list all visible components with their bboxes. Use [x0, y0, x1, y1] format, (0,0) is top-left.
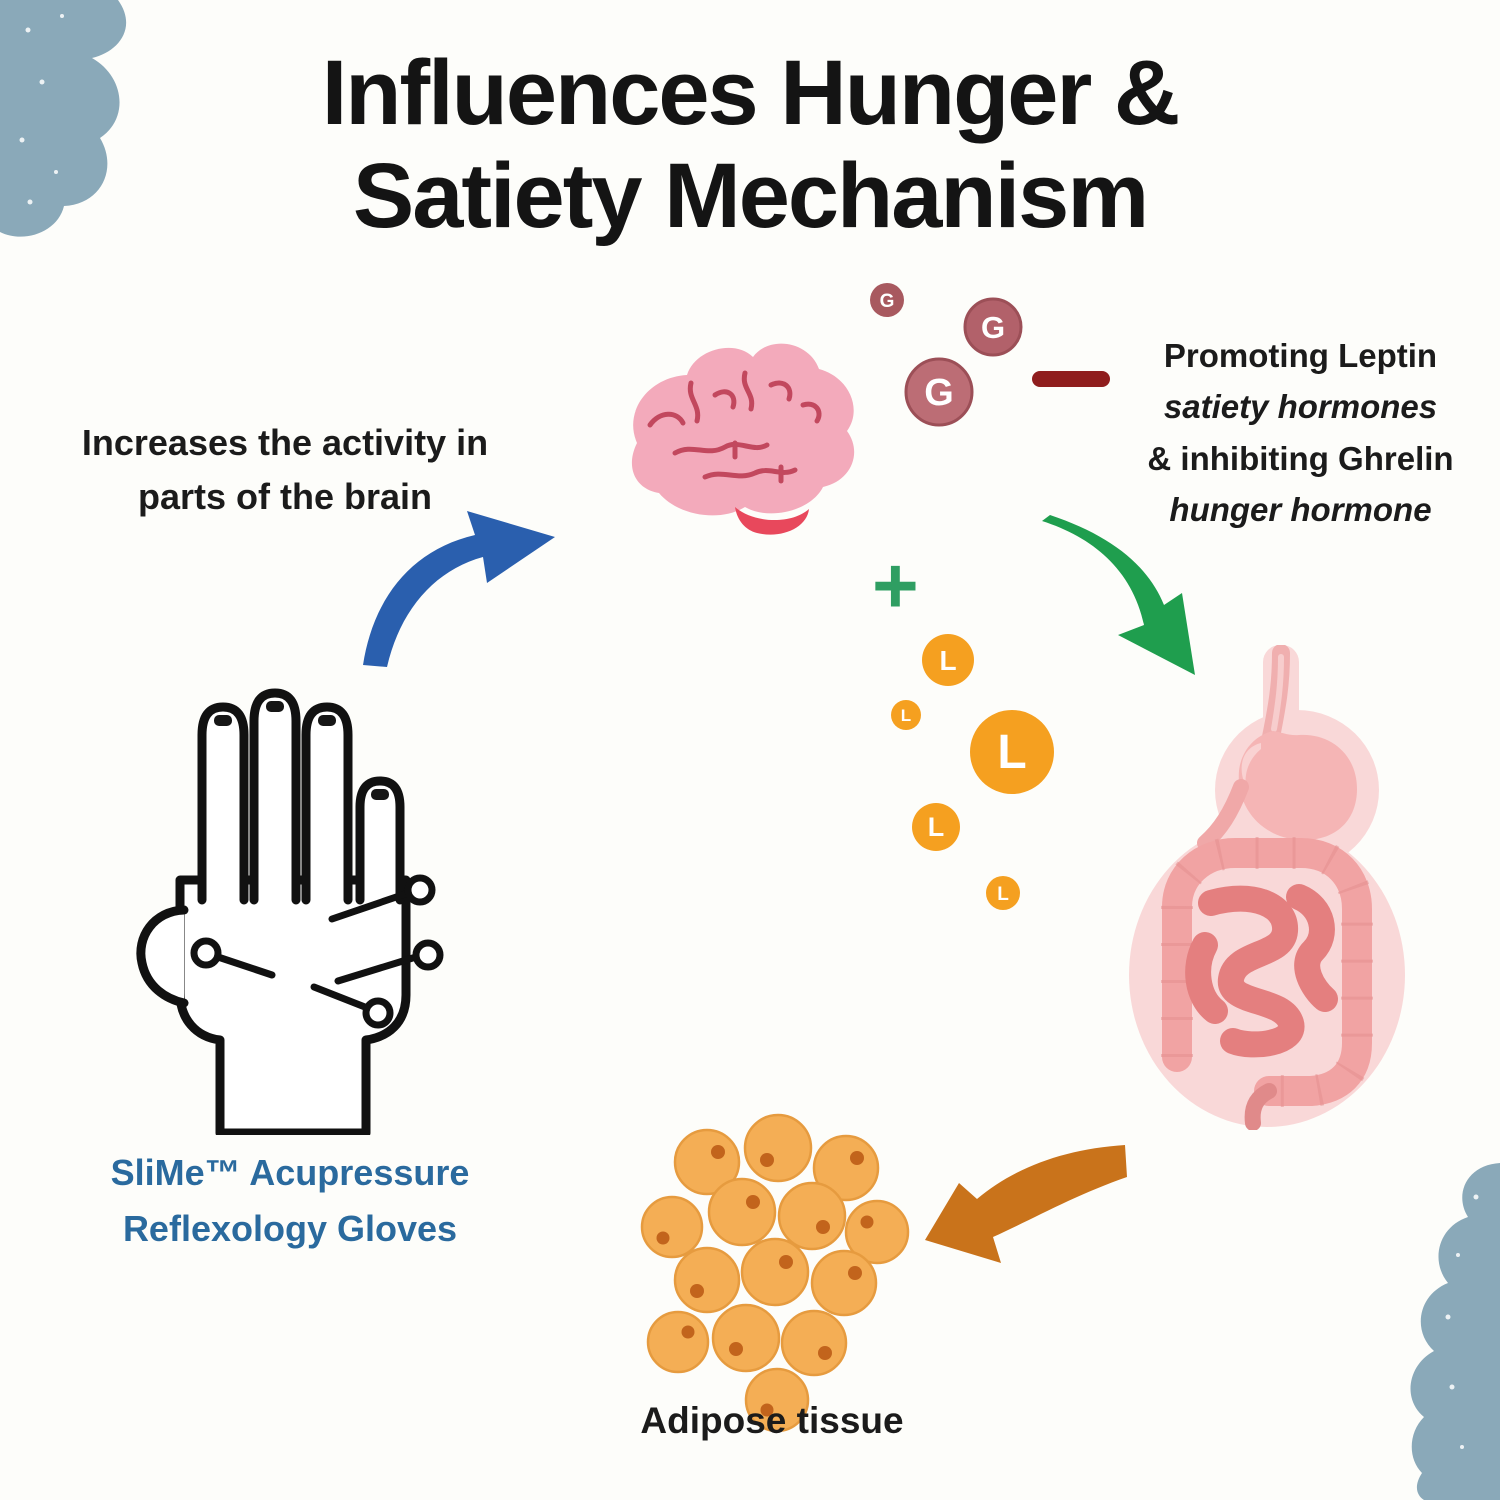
- page-title-line1: Influences Hunger &: [321, 42, 1181, 144]
- leptin-circle: [986, 876, 1020, 910]
- page-title-line2: Satiety Mechanism: [352, 145, 1149, 248]
- blob-speckles: [1445, 1194, 1479, 1449]
- hand-palm: [175, 875, 411, 1135]
- fingernails: [214, 701, 389, 800]
- minus-symbol: [1032, 371, 1110, 387]
- ghrelin-letter: G: [924, 372, 954, 414]
- esophagus-highlight: [1271, 654, 1284, 732]
- hormone-note-line4: hunger hormone: [1169, 491, 1432, 529]
- ghrelin-circle-medium: [963, 297, 1023, 357]
- decorative-blob-bottom-right: [1410, 1163, 1500, 1500]
- leptin-letter: L: [939, 645, 956, 676]
- plus-symbol: +: [872, 541, 919, 630]
- digestive-system-icon: [1129, 645, 1405, 1130]
- adipose-cell-nuclei: [656, 1145, 874, 1417]
- page-title: Influences Hunger & Satiety Mechanism: [0, 42, 1500, 248]
- brain-icon: [631, 343, 855, 535]
- hand-fingers: [197, 688, 405, 905]
- leptin-circle: [912, 803, 960, 851]
- leptin-hormones: L L L L L: [891, 634, 1054, 910]
- leptin-letter: L: [997, 884, 1009, 905]
- ghrelin-circle-large: [904, 357, 974, 427]
- hormone-note-line3: & inhibiting Ghrelin: [1147, 439, 1454, 477]
- ghrelin-circle-small: [870, 283, 904, 317]
- arrow-to-brain: [363, 511, 555, 667]
- hormone-note-line2: satiety hormones: [1163, 388, 1438, 426]
- ghrelin-hormones: G G G: [870, 283, 1023, 427]
- adipose-tissue-icon: [640, 1113, 910, 1433]
- blob-speckles: [19, 14, 64, 205]
- hormone-note-line1: Promoting Leptin: [1163, 337, 1438, 374]
- leptin-circle: [891, 700, 921, 730]
- brain-note-line1: Increases the activity in: [81, 422, 489, 463]
- hormone-note: Promoting Leptin satiety hormones & inhi…: [1128, 330, 1473, 536]
- product-name-line1: SliMe™ Acupressure: [110, 1152, 470, 1193]
- hand-thumb: [136, 905, 189, 1008]
- brain-activity-note: Increases the activity in parts of the b…: [35, 416, 535, 524]
- ghrelin-letter: G: [981, 310, 1005, 345]
- brain-body: [631, 343, 855, 516]
- arrow-to-adipose: [925, 1145, 1127, 1263]
- decorative-blob-top-left: [0, 0, 127, 237]
- leptin-circle: [970, 710, 1054, 794]
- adipose-tissue-label: Adipose tissue: [640, 1400, 904, 1441]
- leptin-letter: L: [901, 706, 911, 725]
- leptin-circle: [922, 634, 974, 686]
- large-intestine: [1162, 838, 1372, 1106]
- brain-gyri-lines: [647, 370, 822, 484]
- leptin-letter: L: [928, 812, 945, 842]
- brain-note-line2: parts of the brain: [137, 476, 433, 517]
- stomach: [1238, 731, 1357, 841]
- product-name-label: SliMe™ Acupressure Reflexology Gloves: [60, 1145, 520, 1257]
- stomach-highlight: [1241, 743, 1261, 787]
- brain-stem: [735, 507, 809, 535]
- arrow-to-digestive: [1042, 515, 1195, 675]
- leptin-letter: L: [997, 726, 1026, 779]
- acupressure-points: [190, 874, 444, 1029]
- ghrelin-letter: G: [880, 291, 895, 312]
- small-intestine: [1185, 884, 1338, 1058]
- duodenum: [1197, 779, 1249, 851]
- acupressure-hand-icon: [136, 688, 444, 1135]
- adipose-cells: [640, 1113, 910, 1433]
- rectum: [1244, 1083, 1277, 1130]
- acupressure-lines: [214, 889, 420, 1013]
- product-name-line2: Reflexology Gloves: [122, 1207, 458, 1249]
